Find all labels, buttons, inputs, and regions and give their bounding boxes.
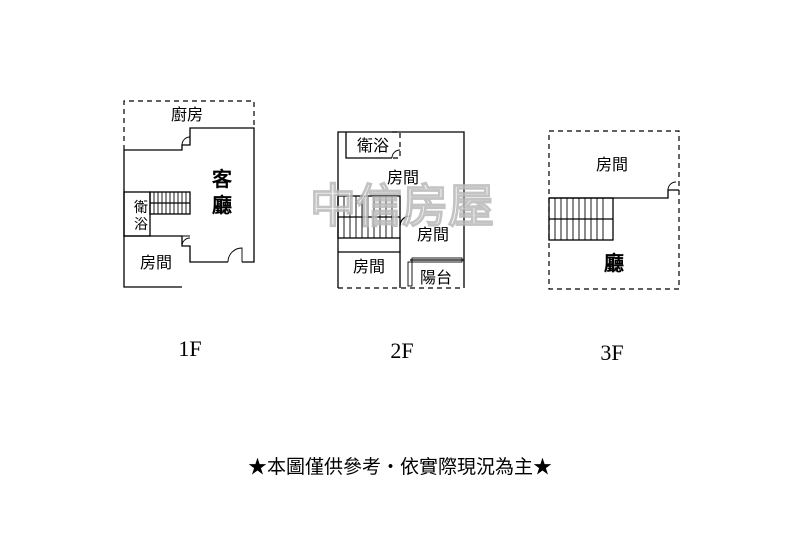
watermark-logo-text: 中信房屋 — [310, 179, 494, 233]
balcony-door-frame — [407, 261, 413, 287]
floor-label-2f: 2F — [390, 338, 413, 363]
bath-wall-2f — [345, 132, 392, 159]
bedroom-wall — [123, 235, 228, 288]
living-room-label: 客 — [211, 167, 233, 191]
kitchen-label: 廚房 — [171, 105, 203, 124]
stairs-1f — [149, 191, 191, 215]
balcony-label: 陽台 — [420, 268, 452, 287]
floor-1f-plan: 廚房 客 廳 衛 浴 房間 1F — [123, 100, 255, 361]
bath-label-2f: 衛浴 — [357, 136, 389, 155]
door-swing-entry — [227, 247, 243, 263]
bedroom-label-3f: 房間 — [596, 155, 628, 174]
living-room-wall — [124, 127, 255, 263]
room-divider-3f — [549, 189, 679, 199]
hall-label-3f: 廳 — [604, 251, 624, 275]
floor-label-1f: 1F — [178, 336, 201, 361]
bedroom-a-label: 房間 — [387, 168, 419, 187]
door-swing-3f — [667, 181, 677, 191]
door-swing-bath-2f — [391, 149, 401, 159]
bath-dashed-wall — [392, 131, 401, 159]
stairs-3f — [548, 197, 614, 241]
floor-label-3f: 3F — [600, 340, 623, 365]
bedroom-c-wall — [338, 238, 401, 253]
living-room-label-2: 廳 — [212, 193, 232, 217]
kitchen-dashed-outline — [123, 100, 255, 150]
door-swing-kitchen — [181, 136, 191, 146]
stairs-2f — [337, 195, 401, 239]
bath-label-1: 衛 — [134, 200, 148, 216]
floor-3f-plan: 房間 廳 3F — [548, 130, 680, 365]
balcony-window — [411, 257, 463, 263]
disclaimer-note: ★本圖僅供參考・依實際現況為主★ — [247, 456, 552, 478]
door-swing-bedroom-b — [399, 215, 411, 227]
door-swing-bedroom — [181, 235, 191, 247]
floor-2f-plan: 房間 房間 房間 衛浴 陽台 2F — [337, 131, 465, 363]
bedroom-label: 房間 — [140, 253, 172, 272]
bath-label-2: 浴 — [134, 217, 148, 233]
bedroom-c-label: 房間 — [353, 257, 385, 276]
bedroom-b-label: 房間 — [417, 225, 449, 244]
